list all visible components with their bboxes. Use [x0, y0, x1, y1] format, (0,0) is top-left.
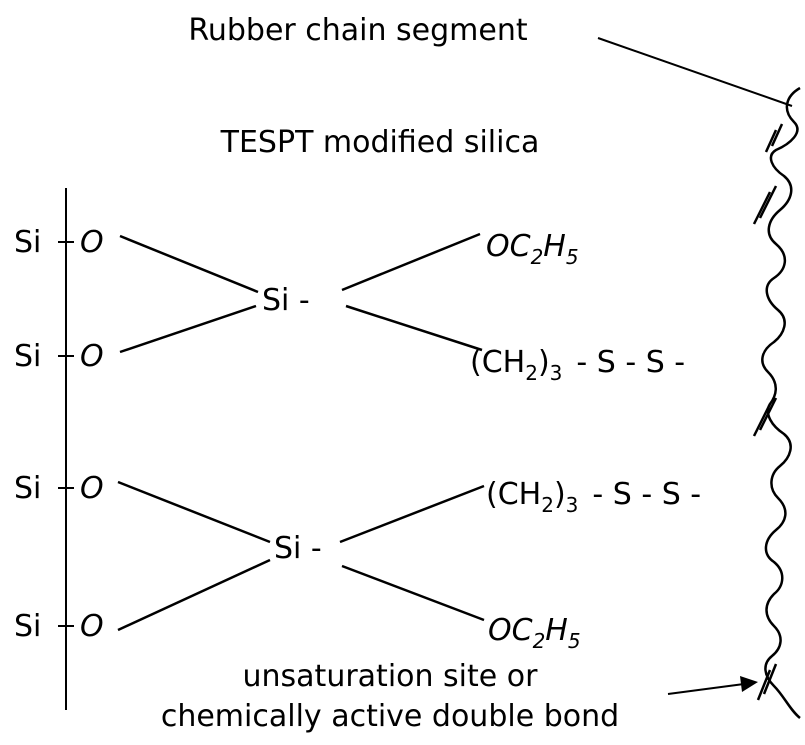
- ethoxy-top: OC2H5: [486, 229, 579, 269]
- surface-o: O: [80, 471, 104, 506]
- surface-si: Si: [14, 609, 41, 644]
- unsaturation-label-line1: unsaturation site or: [243, 659, 539, 694]
- central-si-top: Si -: [262, 283, 310, 318]
- rubber-chain-pointer: [597, 37, 793, 107]
- rubber-chain-label: Rubber chain segment: [188, 13, 528, 48]
- surface-row-3: Si O: [14, 471, 104, 506]
- double-bond-marks: [752, 123, 784, 701]
- surface-o: O: [80, 339, 104, 374]
- surface-si: Si: [14, 339, 41, 374]
- tespt-label: TESPT modified silica: [220, 125, 540, 160]
- surface-si: Si: [14, 225, 41, 260]
- surface-row-1: Si O: [14, 225, 104, 260]
- top-si-bonds: [119, 232, 483, 354]
- unsaturation-arrow: [667, 676, 758, 695]
- surface-o: O: [80, 225, 104, 260]
- surface-si: Si: [14, 471, 41, 506]
- polysulfide-chain-top: (CH2)3- S - S -: [470, 345, 685, 385]
- surface-row-4: Si O: [14, 609, 104, 644]
- rubber-chain-curve: [761, 86, 801, 719]
- bottom-si-bonds: [117, 480, 485, 632]
- ethoxy-bottom: OC2H5: [488, 613, 581, 653]
- surface-o: O: [80, 609, 104, 644]
- polysulfide-chain-bottom: (CH2)3- S - S -: [486, 477, 701, 517]
- surface-row-2: Si O: [14, 339, 104, 374]
- central-si-bottom: Si -: [274, 531, 322, 566]
- unsaturation-label-line2: chemically active double bond: [161, 699, 619, 734]
